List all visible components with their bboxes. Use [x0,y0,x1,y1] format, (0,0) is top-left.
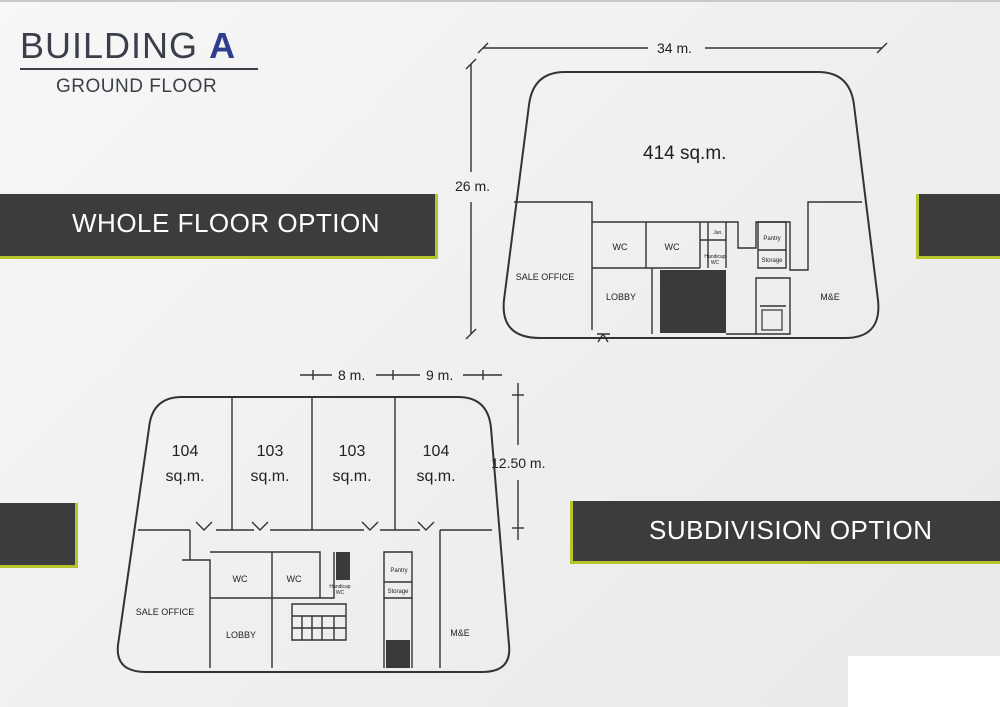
sub-stair [291,603,347,641]
corner-block [848,656,1000,707]
whole-area-label: 414 sq.m. [643,143,726,164]
whole-lift-box [761,309,783,331]
unit-4-number: 104 [423,443,450,460]
sub-wc-block [210,551,335,668]
sub-dim-b-label: 9 m. [426,367,453,383]
sub-wc-1: WC [233,574,248,584]
title-rule [20,68,258,70]
whole-jan: Jan. [713,230,722,236]
unit-1-number: 104 [172,443,199,460]
unit-2-number: 103 [257,443,284,460]
whole-height-dimension [465,58,477,340]
whole-handicap-1: Handicap [704,254,725,260]
sub-wc-2: WC [287,574,302,584]
whole-pantry-block [757,221,787,269]
whole-width-label: 34 m. [657,40,692,56]
sub-core-fill [336,552,350,580]
whole-plan-outline [502,71,880,339]
sub-lobby: LOBBY [226,630,256,640]
sub-sale-office: SALE OFFICE [136,607,195,617]
building-title: BUILDING A GROUND FLOOR [20,26,260,97]
sub-handicap-1: Handicap [329,584,350,590]
sub-dim-a-label: 8 m. [338,367,365,383]
sub-height-dimension [512,383,524,540]
whole-handicap-2: WC [711,260,720,266]
sub-core-wall [383,530,441,668]
sub-handicap-2: WC [336,590,345,596]
whole-sale-office: SALE OFFICE [516,272,575,282]
title-main: BUILDING A [20,26,260,66]
floor-subtitle: GROUND FLOOR [56,76,218,97]
unit-1-unit: sq.m. [165,468,204,485]
sub-lift-fill [386,640,410,668]
sub-width-dimension [300,370,502,380]
subdivision-label: SUBDIVISION OPTION [649,515,933,545]
whole-width-dimension [477,42,888,54]
whole-wc-block [592,222,727,269]
whole-core-fill [660,270,726,333]
whole-pantry: Pantry [763,236,780,242]
whole-wc-2: WC [665,242,680,252]
whole-corridor-line [514,201,862,271]
sub-door-marks [195,521,435,531]
sub-sale-office-wall [182,530,211,668]
sub-height-label: 12.50 m. [491,455,545,471]
title-letter: A [209,25,237,66]
top-border [0,0,1000,2]
sub-unit-walls [138,397,492,531]
sub-pantry: Pantry [390,568,407,574]
whole-storage: Storage [761,258,783,264]
whole-floor-plan [465,42,888,343]
sub-plan-outline [116,396,511,673]
subdivision-band: SUBDIVISION OPTION [570,501,1000,564]
sub-storage: Storage [387,589,409,595]
whole-height-label: 26 m. [455,178,490,194]
whole-wc-1: WC [613,242,628,252]
whole-door [597,333,610,343]
whole-me-wall [755,277,791,335]
unit-2-unit: sq.m. [250,468,289,485]
subdivision-band-left [0,503,78,568]
unit-3-unit: sq.m. [332,468,371,485]
whole-floor-band-right [916,194,1000,259]
title-word: BUILDING [20,25,199,66]
whole-floor-label: WHOLE FLOOR OPTION [72,208,381,238]
whole-me: M&E [820,292,840,302]
sub-me: M&E [450,628,470,638]
whole-lobby: LOBBY [606,292,636,302]
subdivision-plan [116,370,524,673]
unit-4-unit: sq.m. [416,468,455,485]
whole-floor-band: WHOLE FLOOR OPTION [0,194,438,259]
unit-3-number: 103 [339,443,366,460]
